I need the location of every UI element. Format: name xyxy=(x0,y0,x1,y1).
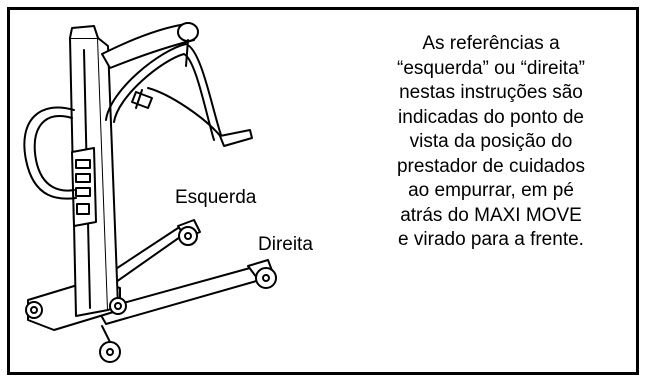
info-panel: Esquerda Direita As referências a “esque… xyxy=(7,7,639,375)
right-side-label: Direita xyxy=(258,234,313,255)
left-side-label: Esquerda xyxy=(175,187,257,208)
patient-lift-illustration xyxy=(23,22,277,363)
orientation-note-text: As referências a “esquerda” ou “direita”… xyxy=(396,33,585,250)
